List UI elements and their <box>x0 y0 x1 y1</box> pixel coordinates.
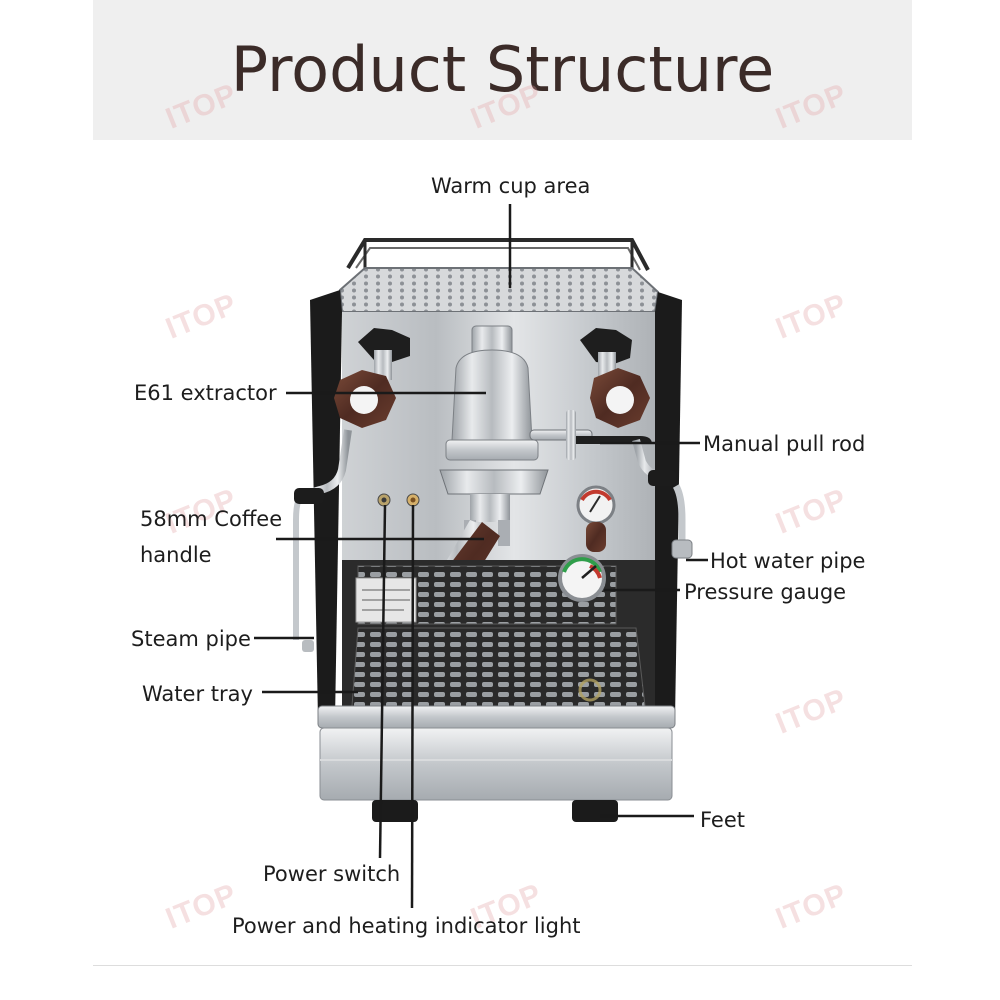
label-pressure-gauge: Pressure gauge <box>684 580 847 604</box>
title-banner: Product Structure <box>93 0 912 140</box>
label-coffee-handle-line2: handle <box>140 543 212 567</box>
label-feet: Feet <box>700 808 746 832</box>
right-frame <box>655 292 682 720</box>
label-water-tray: Water tray <box>142 682 253 706</box>
label-steam-pipe: Steam pipe <box>131 627 251 651</box>
label-e61-extractor: E61 extractor <box>134 381 277 405</box>
bottom-divider <box>93 965 912 966</box>
warm-cup-tray <box>338 267 660 313</box>
label-manual-pull-rod: Manual pull rod <box>703 432 866 456</box>
label-indicator-light: Power and heating indicator light <box>232 914 581 938</box>
boiler-gauge <box>576 485 616 552</box>
label-coffee-handle-line1: 58mm Coffee <box>140 507 283 531</box>
cup-rail <box>346 238 650 271</box>
steam-pipe <box>293 429 352 652</box>
e61-group-head <box>439 325 549 546</box>
hot-water-pipe <box>632 438 693 559</box>
left-frame <box>310 290 342 720</box>
power-switch <box>377 493 391 507</box>
water-tray <box>317 705 676 729</box>
machine-base <box>319 727 673 801</box>
label-hot-water-pipe: Hot water pipe <box>710 549 866 573</box>
hot-water-knob <box>580 328 650 428</box>
pressure-gauge <box>558 554 606 602</box>
manual-pull-rod <box>529 410 652 460</box>
drip-grate <box>351 627 646 707</box>
label-power-switch: Power switch <box>263 862 401 886</box>
indicator-light <box>406 493 420 507</box>
callout-lines <box>254 204 708 909</box>
page-title: Product Structure <box>230 33 775 106</box>
label-warm-cup-area: Warm cup area <box>431 174 591 198</box>
machine-feet <box>372 800 618 822</box>
